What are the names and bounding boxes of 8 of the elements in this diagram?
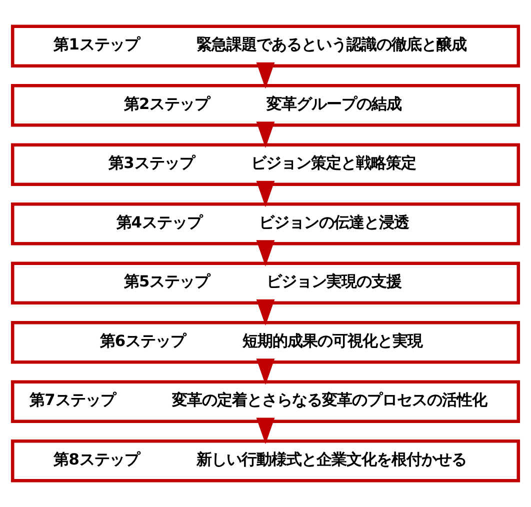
arrow xyxy=(256,299,275,326)
arrow xyxy=(256,122,275,148)
arrow xyxy=(256,180,275,208)
arrow xyxy=(256,418,275,444)
arrow xyxy=(256,240,275,266)
arrow xyxy=(256,62,275,89)
node-box: 第8ステップ 新しい行動様式と企業文化を根付かせる xyxy=(10,439,520,482)
arrow xyxy=(256,358,275,385)
